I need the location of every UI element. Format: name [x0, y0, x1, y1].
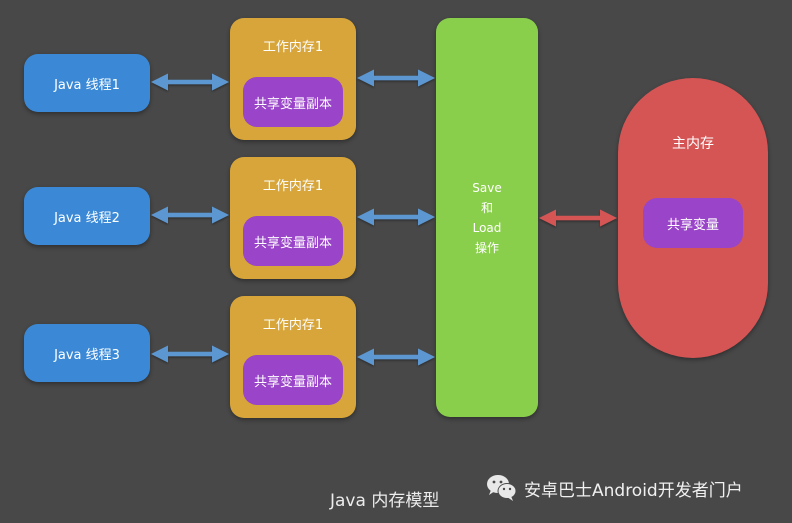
- shared-variable: 共享变量: [643, 198, 743, 248]
- thread-label: Java 线程1: [54, 77, 120, 93]
- save-load-line: 和: [480, 200, 493, 215]
- shared-variable-copy: 共享变量副本: [243, 77, 343, 127]
- arrow-work3-saveload: [357, 348, 435, 366]
- thread-label: Java 线程2: [54, 210, 120, 226]
- shared-variable-copy-label: 共享变量副本: [253, 235, 332, 251]
- save-load-node: Save 和 Load 操作: [436, 18, 538, 417]
- shared-variable-label: 共享变量: [666, 217, 719, 233]
- shared-variable-copy: 共享变量副本: [243, 355, 343, 405]
- thread-node-3: Java 线程3: [24, 324, 150, 382]
- diagram-caption: Java 内存模型: [330, 491, 440, 511]
- save-load-line: 操作: [474, 240, 499, 255]
- arrow-saveload-mainmemory: [539, 209, 617, 227]
- watermark-text: 安卓巴士Android开发者门户: [524, 480, 743, 501]
- shared-variable-copy: 共享变量副本: [243, 216, 343, 266]
- thread-label: Java 线程3: [54, 347, 120, 363]
- thread-node-2: Java 线程2: [24, 187, 150, 245]
- working-memory-title: 工作内存1: [262, 179, 324, 194]
- main-memory-node: 主内存 共享变量: [618, 78, 768, 358]
- arrow-work1-saveload: [357, 69, 435, 87]
- thread-node-1: Java 线程1: [24, 54, 150, 112]
- shared-variable-copy-label: 共享变量副本: [253, 96, 332, 112]
- arrow-thread3-work3: [151, 345, 229, 363]
- arrow-work2-saveload: [357, 208, 435, 226]
- save-load-line: Load: [472, 220, 502, 235]
- working-memory-title: 工作内存1: [262, 318, 324, 333]
- wechat-icon: [487, 475, 517, 501]
- main-memory-title: 主内存: [672, 136, 714, 152]
- watermark: 安卓巴士Android开发者门户: [486, 474, 743, 502]
- arrow-thread1-work1: [151, 73, 229, 91]
- working-memory-node-2: 工作内存1 共享变量副本: [230, 157, 356, 279]
- shared-variable-copy-label: 共享变量副本: [253, 374, 332, 390]
- working-memory-node-3: 工作内存1 共享变量副本: [230, 296, 356, 418]
- save-load-line: Save: [472, 180, 502, 195]
- arrow-thread2-work2: [151, 206, 229, 224]
- working-memory-title: 工作内存1: [262, 40, 324, 55]
- working-memory-node-1: 工作内存1 共享变量副本: [230, 18, 356, 140]
